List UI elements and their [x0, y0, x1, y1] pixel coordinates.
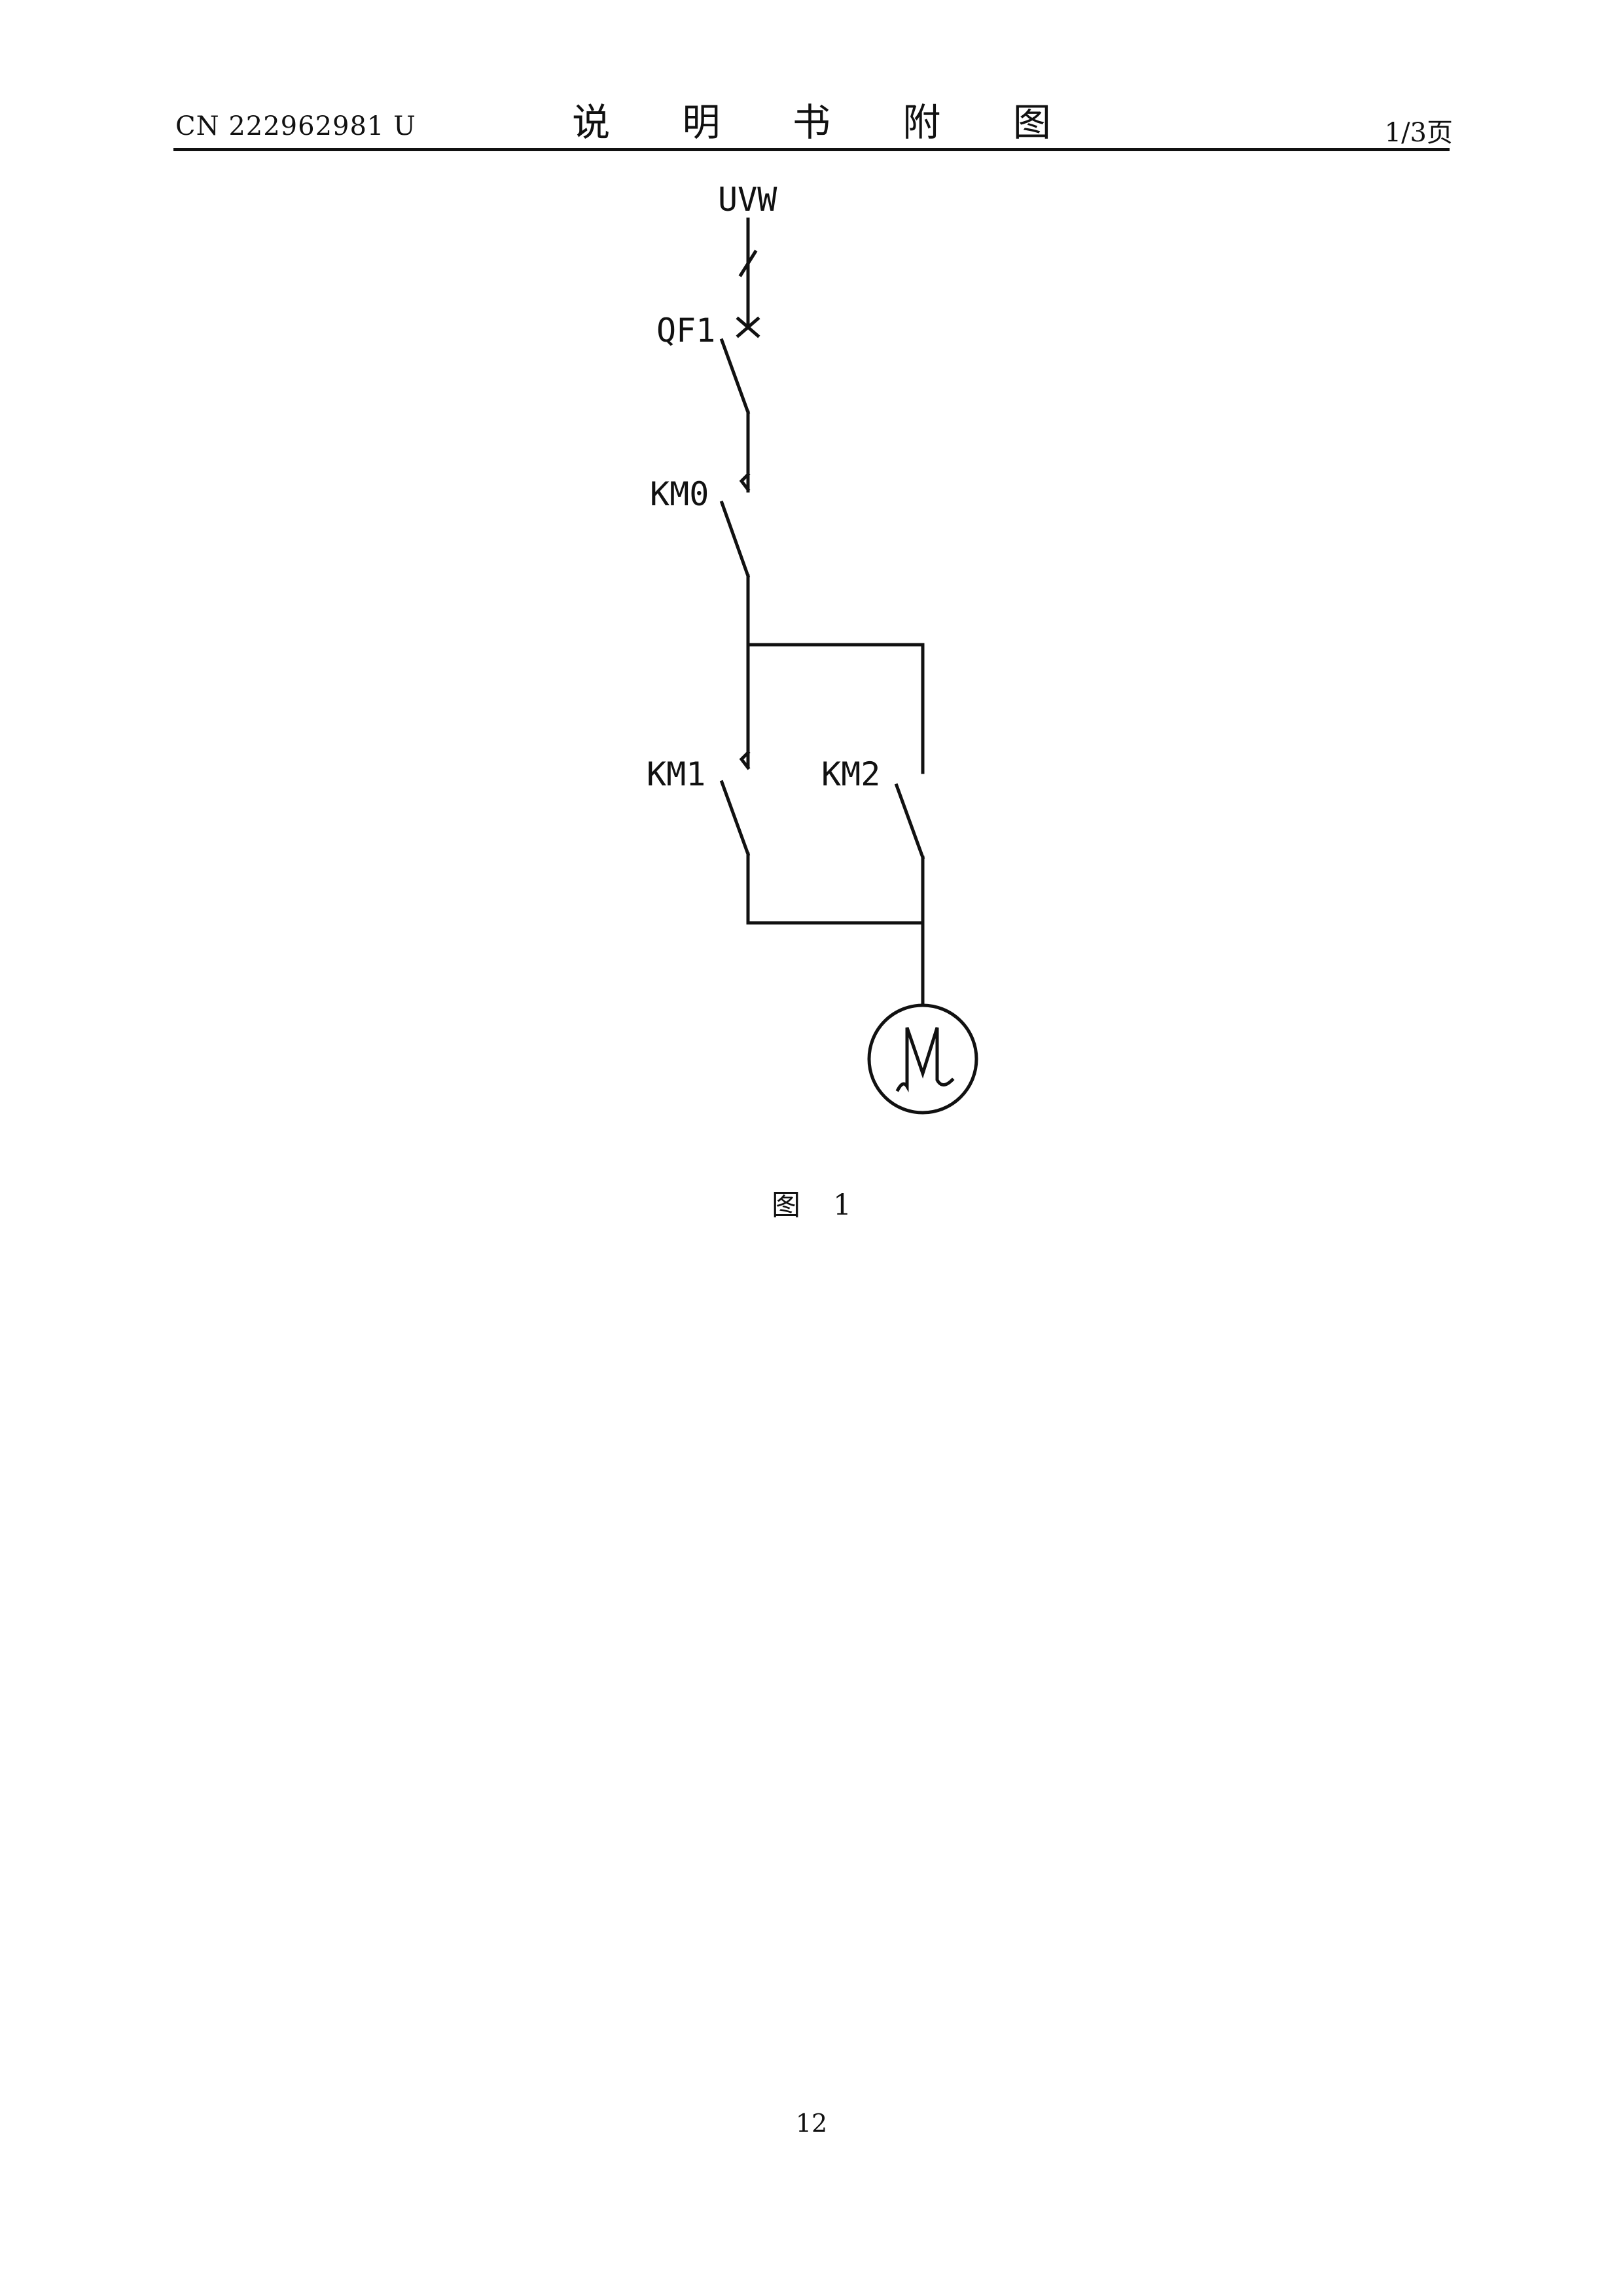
km0-blade — [722, 503, 748, 576]
breaker-blade — [722, 340, 748, 412]
label-supply: UVW — [718, 181, 777, 219]
label-main-contactor: KM0 — [650, 475, 709, 513]
label-breaker: QF1 — [656, 312, 715, 350]
label-contactor-1: KM1 — [647, 755, 705, 793]
figure-caption: 图 1 — [0, 1181, 1623, 1223]
km2-blade — [897, 785, 923, 857]
motor-symbol — [898, 1028, 952, 1090]
label-contactor-2: KM2 — [821, 755, 880, 793]
motor-circle — [869, 1005, 976, 1113]
km1-blade — [722, 782, 748, 854]
page-number: 12 — [0, 2109, 1623, 2138]
